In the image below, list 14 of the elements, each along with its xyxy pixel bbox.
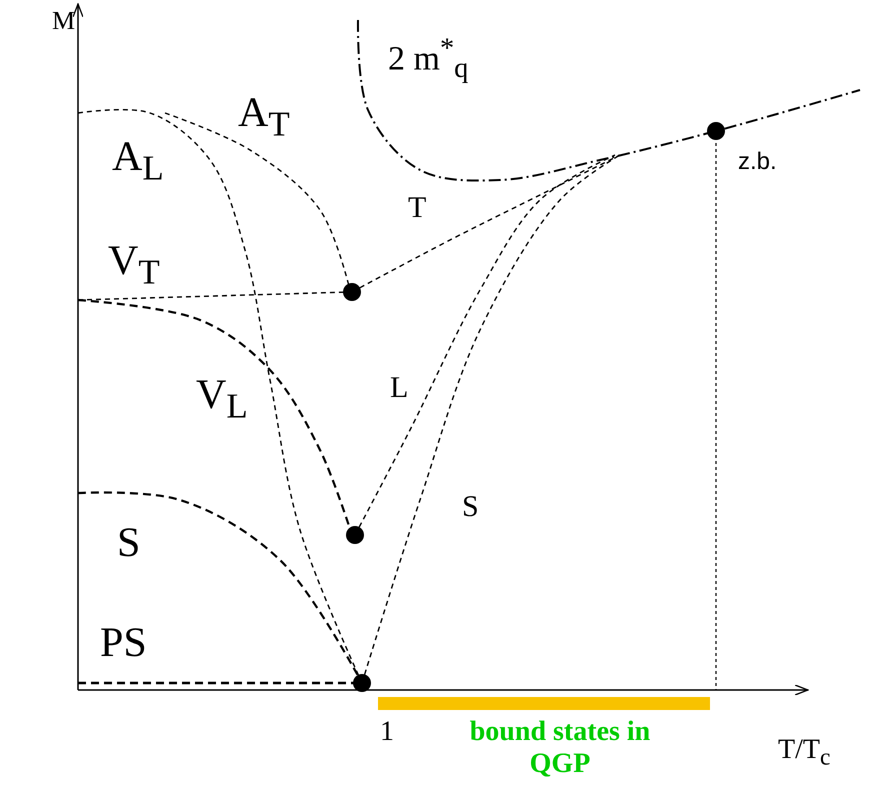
curve-label: S bbox=[117, 522, 140, 564]
curve-label: A$_{T}$ bbox=[238, 92, 290, 142]
axis-label: T/T$_{c}$ bbox=[778, 736, 830, 770]
annotation: bound states in QGP bbox=[468, 716, 652, 780]
curve-label: V$_{T}$ bbox=[108, 240, 160, 290]
annotation: z.b. bbox=[738, 150, 777, 174]
curve-label: A$_{L}$ bbox=[112, 136, 164, 186]
tick-label: 1 bbox=[380, 718, 394, 746]
curve-label: L bbox=[390, 373, 408, 403]
curve-label: PS bbox=[100, 622, 147, 664]
curve-label: S bbox=[462, 492, 479, 522]
curve-label: T bbox=[408, 193, 426, 223]
curve-label: V$_{L}$ bbox=[196, 374, 248, 424]
axis-label: M bbox=[52, 8, 76, 34]
